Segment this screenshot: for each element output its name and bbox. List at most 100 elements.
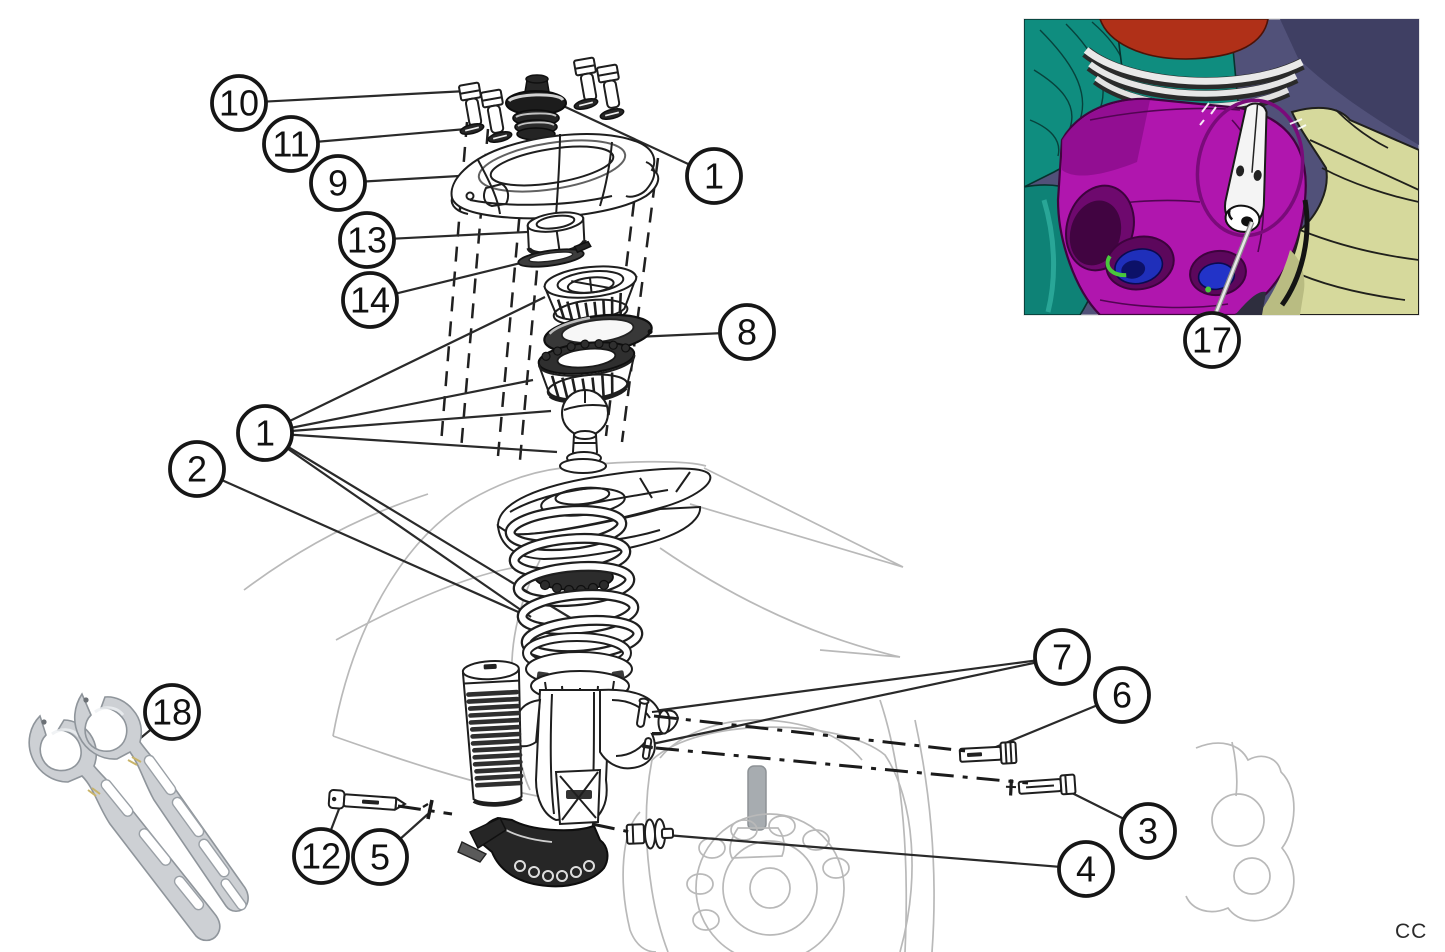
stem-bolts — [458, 56, 621, 134]
callout-circle — [210, 74, 268, 132]
attribution-label: CC — [1395, 920, 1427, 943]
leader-line-4 — [665, 833, 1087, 871]
shock-body — [457, 659, 680, 888]
clevis-pins — [636, 697, 653, 760]
callout-circle — [292, 827, 350, 885]
callout-circle — [1093, 666, 1151, 724]
leader-line-11 — [290, 126, 479, 146]
inset-boss-outline — [1195, 98, 1305, 238]
callout-circle — [1033, 628, 1091, 686]
spanner-wrench-back — [28, 714, 221, 942]
callout-3-14: 3 — [1119, 802, 1177, 860]
callout-circle — [718, 303, 776, 361]
callout-9-2: 9 — [309, 154, 367, 212]
callout-circle — [143, 683, 201, 741]
callout-circle — [338, 211, 396, 269]
callout-circle — [236, 404, 294, 462]
engine-post — [747, 765, 767, 831]
bolt-12 — [327, 788, 407, 812]
callout-1-7: 1 — [236, 404, 294, 462]
callout-5-11: 5 — [351, 828, 409, 886]
callout-circle — [685, 147, 743, 205]
leader-line-1 — [264, 409, 552, 435]
leader-line-14 — [369, 256, 542, 302]
leader-line-1 — [264, 431, 558, 454]
callout-number: 18 — [152, 692, 192, 733]
leader-line-13 — [366, 229, 548, 242]
callout-circle — [262, 115, 320, 173]
leader-line-1 — [264, 432, 532, 618]
inset-bushing-left — [1105, 235, 1175, 291]
callout-7-12: 7 — [1033, 628, 1091, 686]
stem-nut — [505, 74, 567, 141]
faded-engine-outline — [622, 699, 935, 952]
inset-white-fitting — [1224, 102, 1268, 233]
center-axes — [397, 714, 1029, 834]
wrench-logo-mark — [87, 787, 101, 797]
callout-2-8: 2 — [168, 440, 226, 498]
lower-bearing — [537, 339, 636, 404]
spacer-ring — [526, 211, 587, 257]
bolt-3 — [1005, 773, 1077, 796]
callout-number: 14 — [350, 280, 390, 321]
callout-1-5: 1 — [685, 147, 743, 205]
callout-number: 1 — [255, 413, 275, 454]
callout-number: 6 — [1112, 675, 1132, 716]
spanner-wrenches — [28, 692, 249, 942]
faded-frame-bracket — [1185, 741, 1295, 922]
leader-line-1 — [264, 296, 546, 434]
coil-spring — [504, 504, 644, 662]
callout-circle — [1183, 311, 1241, 369]
callout-14-4: 14 — [341, 271, 399, 329]
callout-11-1: 11 — [262, 115, 320, 173]
leader-line-7 — [645, 655, 1063, 714]
callout-number: 11 — [272, 124, 309, 165]
callout-number: 13 — [347, 220, 387, 261]
lock-washers — [459, 98, 625, 143]
callout-13-3: 13 — [338, 211, 396, 269]
callout-number: 3 — [1138, 811, 1158, 852]
top-cap — [450, 133, 660, 220]
inset-dome — [1099, 19, 1269, 60]
reservoir — [461, 659, 524, 807]
callout-number: 17 — [1192, 320, 1232, 361]
leader-line-10 — [238, 89, 468, 105]
callout-circle — [309, 154, 367, 212]
upper-bearing — [543, 265, 638, 326]
ball-joint — [559, 389, 609, 474]
callout-8-6: 8 — [718, 303, 776, 361]
leader-line-1 — [264, 378, 534, 435]
leader-line-7 — [651, 655, 1063, 746]
callout-number: 9 — [328, 163, 348, 204]
inset-sketch-marks — [1199, 102, 1307, 130]
callout-circle — [351, 828, 409, 886]
leader-line-2 — [196, 467, 526, 617]
wrench-logo-mark — [127, 756, 142, 766]
callout-circle — [1119, 802, 1177, 860]
callout-number: 12 — [301, 836, 341, 877]
callout-circle — [1057, 840, 1115, 898]
callout-circle — [341, 271, 399, 329]
cad-inset — [1023, 18, 1420, 316]
pivot-stub — [657, 709, 671, 735]
exploded-assembly — [327, 56, 1077, 888]
callout-number: 10 — [219, 83, 259, 124]
clevis-knuckle — [599, 688, 680, 770]
callout-18-9: 18 — [143, 683, 201, 741]
callout-4-15: 4 — [1057, 840, 1115, 898]
bolt-6 — [958, 741, 1018, 765]
callout-number: 2 — [187, 449, 207, 490]
callout-17-16: 17 — [1183, 311, 1241, 369]
faded-fender-outline — [243, 460, 904, 799]
bolt-4 — [625, 818, 675, 850]
callout-12-10: 12 — [292, 827, 350, 885]
inset-silver-rings — [1082, 47, 1305, 114]
callout-circle — [168, 440, 226, 498]
callout-number: 8 — [737, 312, 757, 353]
callout-10-0: 10 — [210, 74, 268, 132]
callout-number: 1 — [704, 156, 724, 197]
thin-washer — [517, 240, 592, 268]
